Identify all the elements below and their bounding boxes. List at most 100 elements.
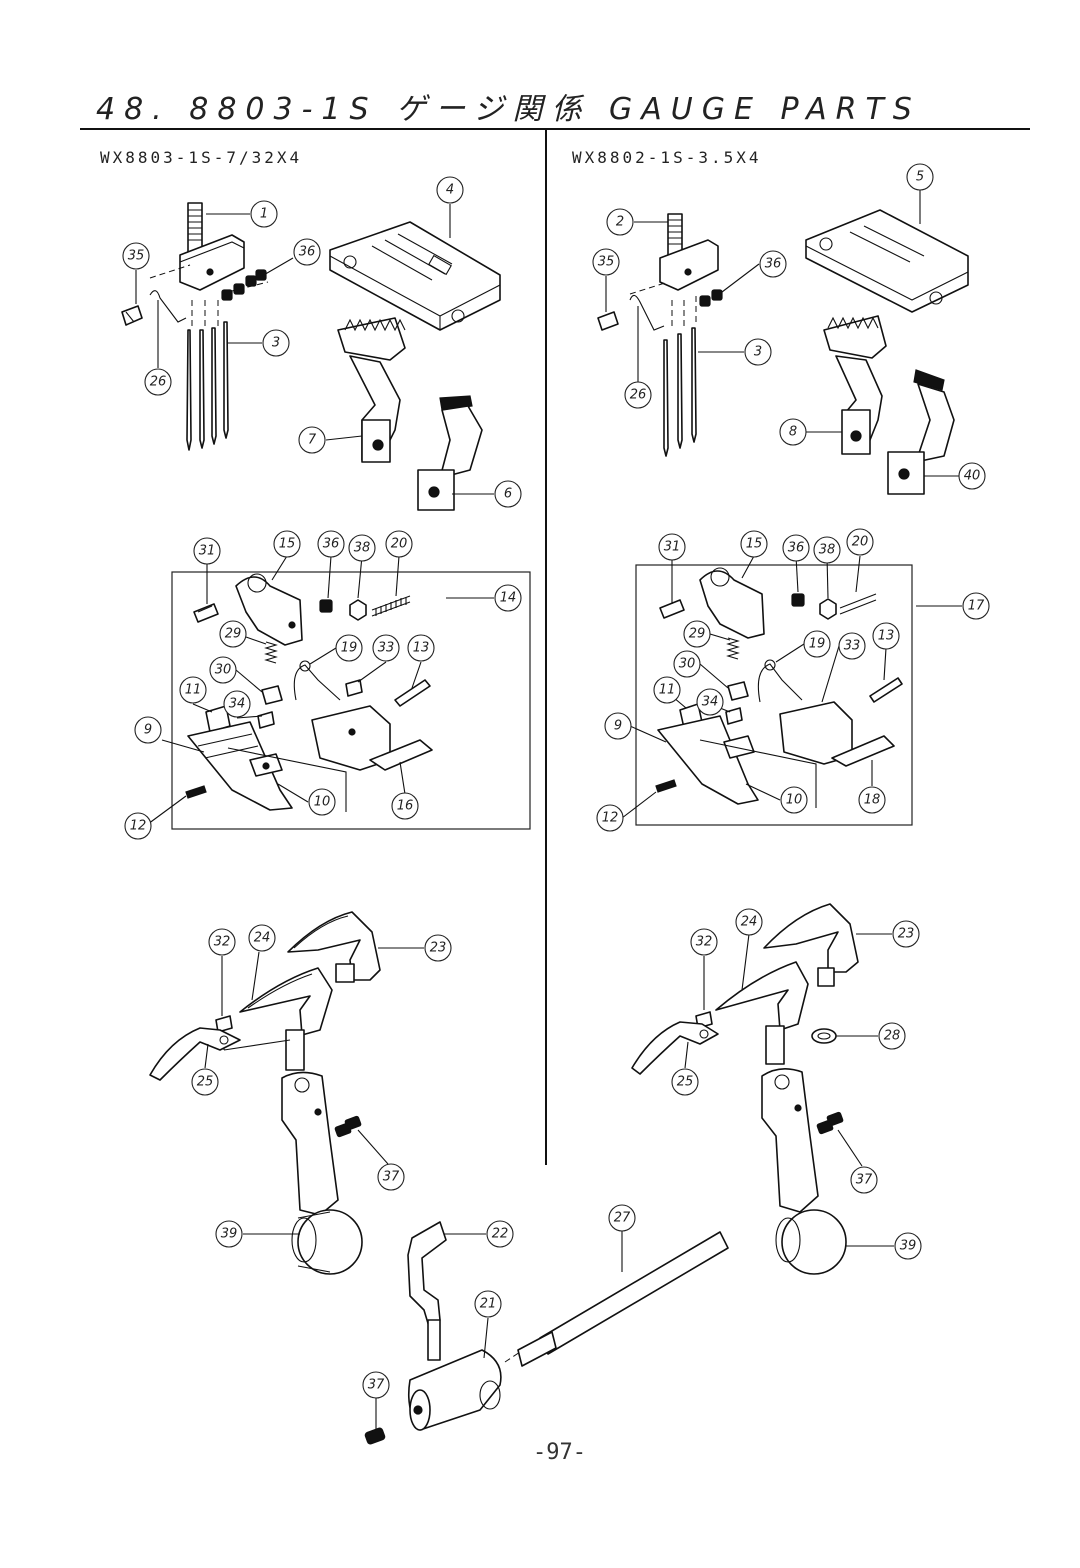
callout-r23: 23 [892, 920, 920, 948]
callout-r28: 28 [878, 1022, 906, 1050]
callout-c37: 37 [362, 1371, 390, 1399]
right-main-feed-dog [823, 315, 887, 455]
svg-text:26: 26 [150, 375, 167, 390]
right-model-label: WX8802-1S-3.5X4 [572, 148, 762, 167]
svg-text:7: 7 [308, 433, 317, 448]
right-differential-feed-dog [887, 369, 955, 495]
callout-r3: 3 [744, 338, 772, 366]
svg-text:18: 18 [864, 793, 881, 808]
svg-text:33: 33 [844, 639, 861, 654]
svg-text:4: 4 [446, 183, 454, 198]
callout-c22: 22 [486, 1220, 514, 1248]
svg-text:37: 37 [368, 1378, 385, 1393]
svg-text:17: 17 [968, 599, 985, 614]
callout-r30: 30 [673, 650, 701, 678]
callout-l36a: 36 [293, 238, 321, 266]
callout-l20: 20 [385, 530, 413, 558]
callout-l25: 25 [191, 1068, 219, 1096]
callout-l34: 34 [223, 690, 251, 718]
callout-l19: 19 [335, 634, 363, 662]
callout-r32: 32 [690, 928, 718, 956]
svg-text:9: 9 [144, 723, 152, 738]
svg-text:31: 31 [199, 544, 216, 559]
callout-l29: 29 [219, 620, 247, 648]
callout-r31: 31 [658, 533, 686, 561]
svg-text:37: 37 [383, 1170, 400, 1185]
callout-l14: 14 [494, 584, 522, 612]
svg-text:32: 32 [214, 935, 231, 950]
leader-lines [135, 190, 962, 1430]
svg-text:3: 3 [272, 336, 280, 351]
left-presser-foot-box [171, 571, 531, 830]
svg-text:12: 12 [130, 819, 147, 834]
svg-text:13: 13 [413, 641, 430, 656]
left-model-label: WX8803-1S-7/32X4 [100, 148, 303, 167]
svg-text:14: 14 [500, 591, 517, 606]
callout-l6: 6 [494, 480, 522, 508]
svg-text:23: 23 [898, 927, 915, 942]
svg-text:30: 30 [215, 663, 232, 678]
callout-r34: 34 [696, 688, 724, 716]
center-looper-shaft-assembly [364, 1221, 729, 1445]
right-looper-assembly [631, 903, 859, 1275]
svg-text:10: 10 [786, 793, 803, 808]
svg-text:24: 24 [741, 915, 758, 930]
svg-text:3: 3 [754, 345, 762, 360]
svg-text:35: 35 [128, 249, 145, 264]
callout-l24: 24 [248, 924, 276, 952]
callout-l23: 23 [424, 934, 452, 962]
callout-l35: 35 [122, 242, 150, 270]
callout-l39: 39 [215, 1220, 243, 1248]
callout-l33: 33 [372, 634, 400, 662]
svg-text:11: 11 [659, 683, 676, 698]
callout-r33: 33 [838, 632, 866, 660]
svg-text:23: 23 [430, 941, 447, 956]
callout-l9: 9 [134, 716, 162, 744]
title-underline [80, 128, 1030, 130]
callout-r26: 26 [624, 381, 652, 409]
callout-r38: 38 [813, 536, 841, 564]
callout-c27: 27 [608, 1204, 636, 1232]
left-needle-clamp-assembly [121, 202, 269, 451]
callout-l31: 31 [193, 537, 221, 565]
svg-text:34: 34 [702, 695, 719, 710]
svg-text:10: 10 [314, 795, 331, 810]
callout-r40: 40 [958, 462, 986, 490]
svg-text:38: 38 [819, 543, 836, 558]
callout-r12: 12 [596, 804, 624, 832]
svg-text:21: 21 [480, 1297, 497, 1312]
svg-text:24: 24 [254, 931, 271, 946]
callout-r2: 2 [606, 208, 634, 236]
callout-l11: 11 [179, 676, 207, 704]
panel-divider [545, 130, 547, 1165]
callout-r13: 13 [872, 622, 900, 650]
callout-r5: 5 [906, 163, 934, 191]
callout-r35: 35 [592, 248, 620, 276]
callout-r10: 10 [780, 786, 808, 814]
callout-r37: 37 [850, 1166, 878, 1194]
svg-text:27: 27 [614, 1211, 631, 1226]
callout-l30: 30 [209, 656, 237, 684]
svg-text:25: 25 [197, 1075, 214, 1090]
svg-text:36: 36 [765, 257, 782, 272]
left-looper-assembly [149, 911, 381, 1275]
callout-r18: 18 [858, 786, 886, 814]
left-main-feed-dog [337, 317, 406, 463]
left-differential-feed-dog [417, 395, 483, 511]
callout-r29: 29 [683, 620, 711, 648]
svg-text:19: 19 [809, 637, 826, 652]
svg-text:39: 39 [221, 1227, 238, 1242]
callout-r9: 9 [604, 712, 632, 740]
callout-l32: 32 [208, 928, 236, 956]
svg-text:36: 36 [299, 245, 316, 260]
callout-r15: 15 [740, 530, 768, 558]
svg-text:20: 20 [391, 537, 408, 552]
svg-text:36: 36 [788, 541, 805, 556]
svg-text:33: 33 [378, 641, 395, 656]
callout-r25: 25 [671, 1068, 699, 1096]
svg-text:2: 2 [616, 215, 624, 230]
svg-text:31: 31 [664, 540, 681, 555]
right-needle-plate [805, 209, 969, 313]
svg-text:34: 34 [229, 697, 246, 712]
page-title: 48. 8803-1S ゲージ関係 GAUGE PARTS [96, 92, 921, 127]
